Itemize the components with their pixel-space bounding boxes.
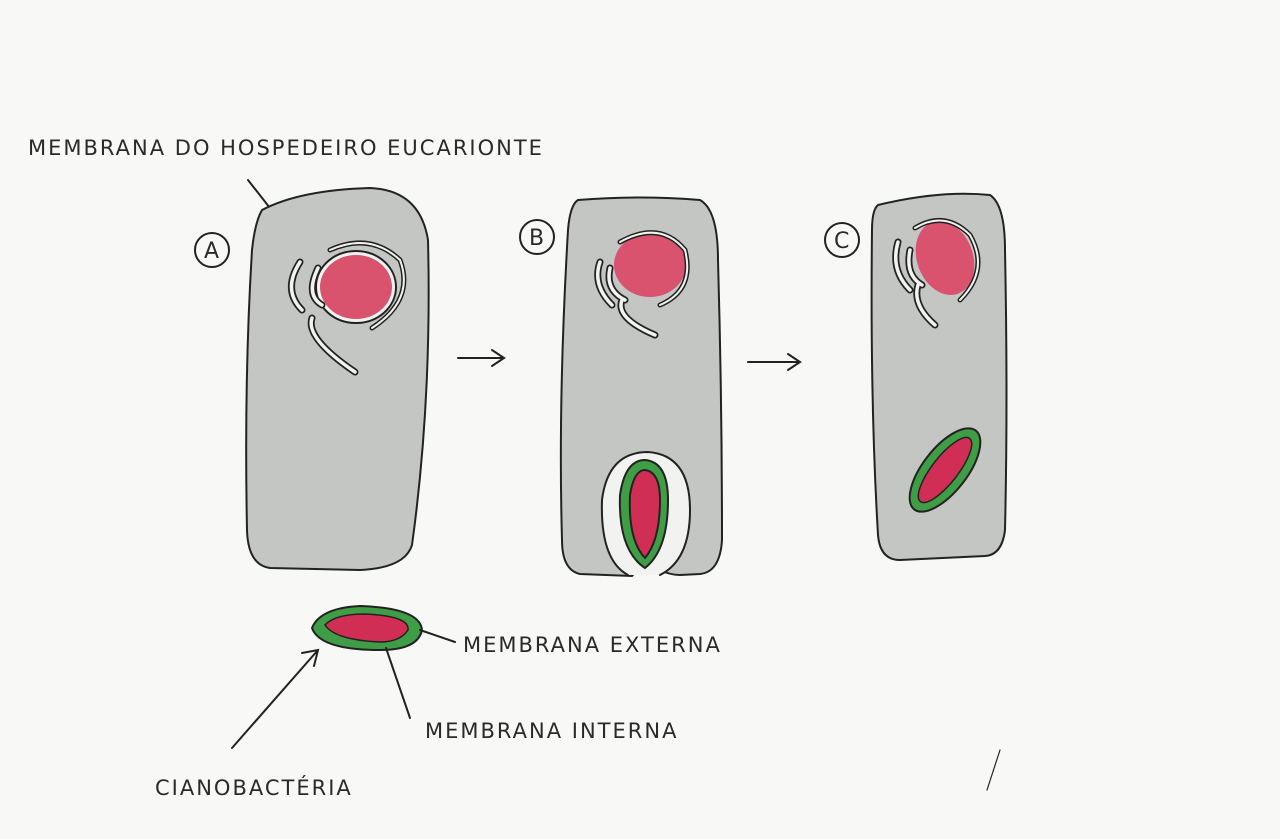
label-inner-membrane: MEMBRANA INTERNA [425, 719, 678, 743]
cell-a: A [194, 186, 430, 572]
stray-mark [986, 749, 1001, 791]
label-cyanobacteria: CIANOBACTÉRIA [155, 775, 353, 800]
stage-label-b: B [529, 226, 544, 251]
endoplasmic-reticulum [289, 260, 357, 374]
outer-membrane-pointer [419, 629, 456, 643]
label-outer-membrane: MEMBRANA EXTERNA [463, 633, 722, 657]
stage-label-c: C [834, 229, 849, 254]
endoplasmic-reticulum [596, 260, 657, 337]
stage-c-circle [824, 222, 860, 258]
stage-b-circle [519, 219, 555, 255]
nucleus [915, 221, 975, 295]
cyanobacteria-arrow [231, 649, 319, 749]
inner-membrane-pointer [385, 647, 411, 719]
nucleus [614, 233, 686, 297]
cell-b: B [519, 196, 724, 578]
cell-c: C [824, 192, 1008, 562]
nucleus [320, 255, 392, 319]
chloroplast-inner [917, 436, 973, 504]
inner-membrane [324, 613, 409, 643]
stage-label-a: A [204, 239, 219, 264]
stage-a-circle [194, 232, 230, 268]
label-host-membrane: MEMBRANA DO HOSPEDEIRO EUCARIONTE [28, 136, 544, 160]
endoplasmic-reticulum [894, 240, 937, 327]
chloroplast-inner [628, 468, 662, 560]
cyanobacterium [310, 604, 424, 652]
